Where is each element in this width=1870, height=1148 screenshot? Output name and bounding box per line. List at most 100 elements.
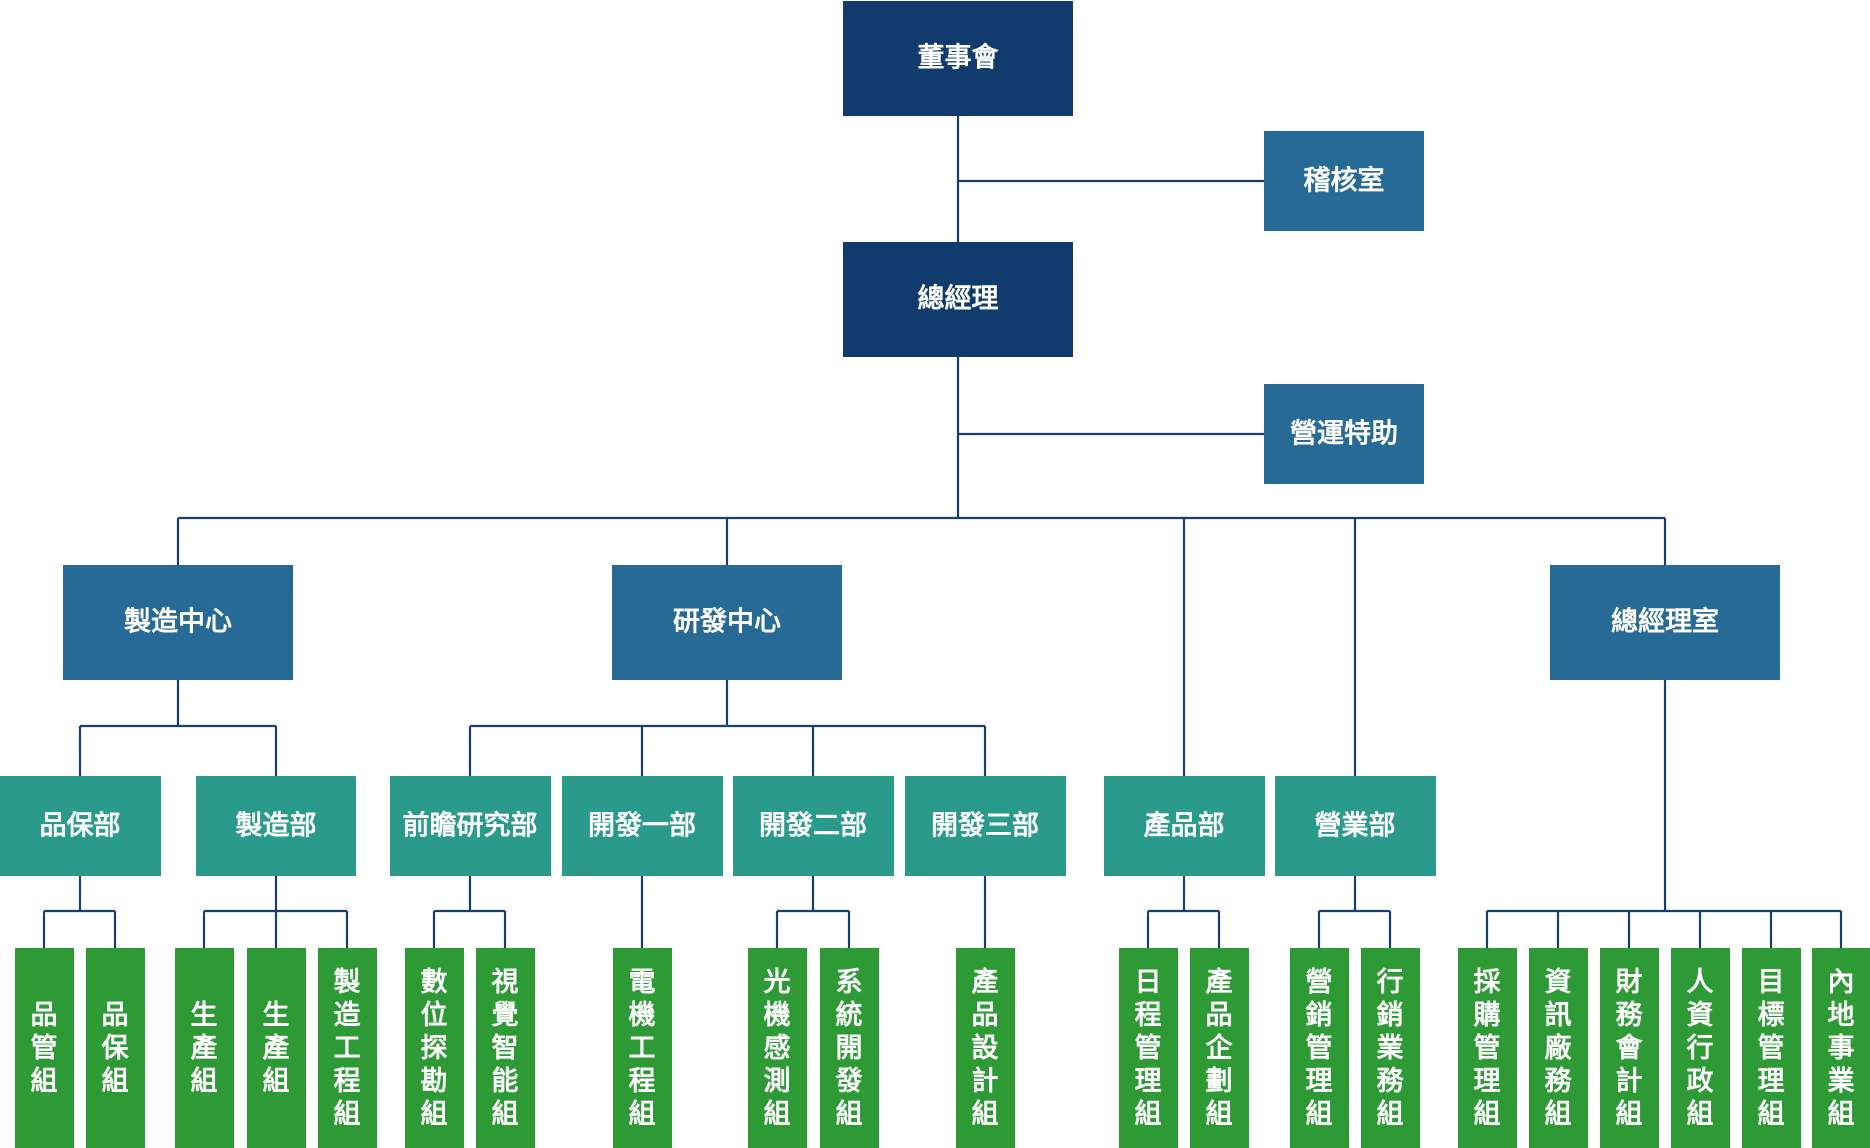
node-sales-mgmt-group-label: 營銷管理組 <box>1306 967 1333 1130</box>
node-manufacturing-center-label: 製造中心 <box>124 607 232 638</box>
node-manufacturing-engineering-group-label: 製造工程組 <box>334 967 361 1130</box>
node-vision-ai-group: 視覺智能組 <box>476 948 535 1148</box>
node-board: 董事會 <box>843 1 1073 116</box>
node-sales-mgmt-group-box <box>1290 948 1349 1148</box>
node-schedule-mgmt-group-label: 日程管理組 <box>1135 967 1162 1130</box>
node-manufacturing-engineering-group-box <box>318 948 377 1148</box>
node-audit-label: 稽核室 <box>1304 165 1385 197</box>
node-advanced-research-dept-label: 前瞻研究部 <box>403 810 538 842</box>
node-rd-center-label: 研發中心 <box>673 607 781 638</box>
node-optical-sensing-group: 光機感測組 <box>748 948 807 1148</box>
node-digital-exploration-group-box <box>405 948 464 1148</box>
node-dev1-dept-box <box>562 776 723 876</box>
node-product-planning-group-box <box>1190 948 1249 1148</box>
node-mainland-business-group: 內地事業組 <box>1812 948 1870 1148</box>
node-quality-assurance-group-label: 品保組 <box>101 1000 130 1097</box>
node-procurement-mgmt-group-box <box>1458 948 1517 1148</box>
node-it-vendor-group: 資訊廠務組 <box>1529 948 1588 1148</box>
node-it-vendor-group-box <box>1529 948 1588 1148</box>
node-production-group-2-label: 生產組 <box>263 1000 290 1097</box>
node-product-design-group: 產品設計組 <box>956 948 1015 1148</box>
node-manufacturing-engineering-group: 製造工程組 <box>318 948 377 1148</box>
node-procurement-mgmt-group-label: 採購管理組 <box>1474 967 1502 1130</box>
node-marketing-sales-group-label: 行銷業務組 <box>1376 966 1405 1130</box>
node-system-dev-group: 系統開發組 <box>820 948 879 1148</box>
node-board-box <box>843 1 1073 116</box>
node-finance-accounting-group-label: 財務會計組 <box>1616 967 1644 1130</box>
node-quality-assurance-group: 品保組 <box>86 948 145 1148</box>
node-quality-assurance-group-box <box>86 948 145 1148</box>
node-schedule-mgmt-group: 日程管理組 <box>1119 948 1178 1148</box>
node-it-vendor-group-label: 資訊廠務組 <box>1545 967 1573 1130</box>
node-digital-exploration-group-label: 數位探勘組 <box>421 967 448 1130</box>
node-audit: 稽核室 <box>1264 131 1424 231</box>
node-product-dept: 產品部 <box>1104 776 1265 876</box>
node-production-group-1-label: 生產組 <box>191 1000 218 1097</box>
node-sales-dept: 營業部 <box>1275 776 1436 876</box>
node-dev3-dept-box <box>905 776 1066 876</box>
node-product-planning-group: 產品企劃組 <box>1190 948 1249 1148</box>
node-manufacturing-center: 製造中心 <box>63 565 293 680</box>
node-product-design-group-label: 產品設計組 <box>972 966 1000 1130</box>
node-optical-sensing-group-label: 光機感測組 <box>763 967 791 1130</box>
connector-lines <box>42 116 1843 948</box>
node-product-dept-box <box>1104 776 1265 876</box>
node-quality-dept-label: 品保部 <box>40 810 121 842</box>
node-motor-engineering-group-box <box>613 948 672 1148</box>
node-goal-mgmt-group-box <box>1742 948 1801 1148</box>
node-quality-control-group-label: 品管組 <box>31 1000 58 1097</box>
node-dev2-dept-label: 開發二部 <box>759 810 867 842</box>
node-vision-ai-group-box <box>476 948 535 1148</box>
node-gm-office: 總經理室 <box>1550 565 1780 680</box>
node-special-assistant-label: 營運特助 <box>1290 419 1398 450</box>
node-dev3-dept-label: 開發三部 <box>931 810 1039 842</box>
node-manufacturing-dept-label: 製造部 <box>236 810 317 842</box>
node-hr-admin-group-box <box>1671 948 1730 1148</box>
node-goal-mgmt-group-label: 目標管理組 <box>1758 967 1785 1130</box>
node-mainland-business-group-label: 內地事業組 <box>1828 967 1855 1130</box>
node-schedule-mgmt-group-box <box>1119 948 1178 1148</box>
node-rd-center-box <box>612 565 842 680</box>
node-motor-engineering-group-label: 電機工程組 <box>629 967 656 1130</box>
node-mainland-business-group-box <box>1812 948 1870 1148</box>
node-manufacturing-dept-box <box>196 776 356 876</box>
node-finance-accounting-group-box <box>1600 948 1659 1148</box>
node-product-design-group-box <box>956 948 1015 1148</box>
node-advanced-research-dept-box <box>390 776 551 876</box>
node-quality-control-group-box <box>15 948 74 1148</box>
node-dev1-dept: 開發一部 <box>562 776 723 876</box>
node-system-dev-group-box <box>820 948 879 1148</box>
node-special-assistant: 營運特助 <box>1264 384 1424 484</box>
node-advanced-research-dept: 前瞻研究部 <box>390 776 551 876</box>
node-quality-dept: 品保部 <box>0 776 161 876</box>
node-hr-admin-group: 人資行政組 <box>1671 948 1730 1148</box>
node-manufacturing-center-box <box>63 565 293 680</box>
node-production-group-2-box <box>247 948 306 1148</box>
node-dev1-dept-label: 開發一部 <box>588 810 696 842</box>
node-quality-dept-box <box>0 776 161 876</box>
node-finance-accounting-group: 財務會計組 <box>1600 948 1659 1148</box>
node-digital-exploration-group: 數位探勘組 <box>405 948 464 1148</box>
node-vision-ai-group-label: 視覺智能組 <box>492 967 519 1130</box>
node-gm-office-box <box>1550 565 1780 680</box>
node-gm-box <box>843 242 1073 357</box>
node-board-label: 董事會 <box>918 42 1000 74</box>
node-dev2-dept: 開發二部 <box>733 776 894 876</box>
node-goal-mgmt-group: 目標管理組 <box>1742 948 1801 1148</box>
node-manufacturing-dept: 製造部 <box>196 776 356 876</box>
node-product-planning-group-label: 產品企劃組 <box>1206 966 1234 1130</box>
node-audit-box <box>1264 131 1424 231</box>
node-dev3-dept: 開發三部 <box>905 776 1066 876</box>
node-sales-dept-box <box>1275 776 1436 876</box>
node-gm: 總經理 <box>843 242 1073 357</box>
node-hr-admin-group-label: 人資行政組 <box>1686 967 1714 1130</box>
node-gm-office-label: 總經理室 <box>1611 606 1719 638</box>
node-production-group-1-box <box>175 948 234 1148</box>
node-system-dev-group-label: 系統開發組 <box>835 967 863 1130</box>
node-dev2-dept-box <box>733 776 894 876</box>
node-gm-label: 總經理 <box>918 283 999 315</box>
node-marketing-sales-group-box <box>1361 948 1420 1148</box>
node-production-group-1: 生產組 <box>175 948 234 1148</box>
node-production-group-2: 生產組 <box>247 948 306 1148</box>
